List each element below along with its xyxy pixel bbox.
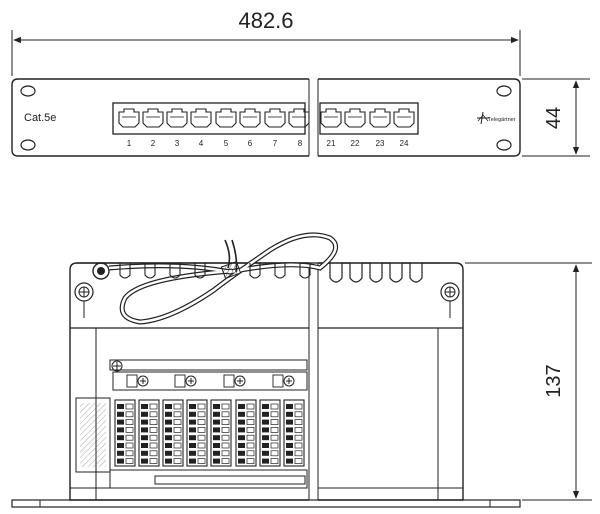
terminal-screw <box>111 360 123 372</box>
screw <box>74 282 94 318</box>
rj45-jack <box>142 108 164 128</box>
port-numbers-right: 21 22 23 24 <box>327 139 409 148</box>
port-number: 1 <box>127 139 132 148</box>
rj45-jack <box>190 108 212 128</box>
rj45-jack <box>393 108 415 128</box>
brand-label: Telegärtner <box>488 117 516 123</box>
lsa-block <box>283 399 305 467</box>
lsa-terminal-blocks <box>114 399 305 467</box>
depth-dimension: 137 <box>465 262 592 501</box>
lsa-block <box>138 399 160 467</box>
rj45-jack <box>239 108 261 128</box>
rj45-jack <box>320 108 342 128</box>
mounting-hole <box>496 139 512 151</box>
base-plate <box>11 499 521 508</box>
brand-logo <box>477 111 489 125</box>
housing-right <box>318 262 464 501</box>
port-number: 4 <box>199 139 204 148</box>
lsa-block <box>186 399 208 467</box>
port-number: 7 <box>273 139 278 148</box>
width-dimension: 482.6 <box>11 8 521 76</box>
height-dimension-label: 44 <box>543 107 565 129</box>
rj45-jack <box>344 108 366 128</box>
port-number: 23 <box>376 139 385 148</box>
port-number: 22 <box>351 139 360 148</box>
port-number: 24 <box>400 139 409 148</box>
jacks-left <box>118 108 310 128</box>
header-screw <box>223 374 246 388</box>
port-block-left <box>112 102 306 135</box>
ground-screw <box>92 262 110 280</box>
jacks-right <box>320 108 415 128</box>
header-screw <box>126 374 149 388</box>
cable-comb-slots <box>119 263 311 279</box>
lsa-block <box>162 399 184 467</box>
port-numbers-left: 1 2 3 4 5 6 7 8 <box>127 139 303 148</box>
rj45-jack <box>369 108 391 128</box>
rj45-jack <box>264 108 286 128</box>
port-number: 8 <box>298 139 303 148</box>
lsa-block <box>114 399 136 467</box>
lsa-block <box>210 399 232 467</box>
side-view: 137 <box>11 232 592 508</box>
housing-left <box>69 262 309 501</box>
lsa-block <box>259 399 281 467</box>
mounting-hole <box>20 139 36 151</box>
label-strip <box>75 397 111 473</box>
rj45-jack <box>166 108 188 128</box>
port-number: 3 <box>175 139 180 148</box>
front-panel: Cat.5e Telegärtner 1 2 3 4 5 6 7 <box>11 78 521 157</box>
depth-dimension-label: 137 <box>543 364 565 397</box>
port-block-right <box>319 102 419 135</box>
mounting-hole <box>496 85 512 97</box>
width-dimension-label: 482.6 <box>238 8 293 33</box>
header-screw <box>174 374 197 388</box>
front-view: 482.6 Cat.5e Telegärtner <box>11 8 590 157</box>
cable-comb <box>77 262 440 283</box>
rj45-jack <box>215 108 237 128</box>
screw <box>440 282 460 318</box>
port-number: 6 <box>248 139 253 148</box>
rj45-jack <box>118 108 140 128</box>
category-label: Cat.5e <box>24 112 56 124</box>
mounting-hole <box>20 85 36 97</box>
port-number: 2 <box>151 139 156 148</box>
ground-cable <box>108 232 339 325</box>
lsa-block <box>235 399 257 467</box>
port-number: 21 <box>327 139 336 148</box>
header-screws <box>126 374 295 388</box>
header-screw <box>272 374 295 388</box>
port-number: 5 <box>224 139 229 148</box>
rj45-jack <box>288 108 310 128</box>
height-dimension: 44 <box>522 78 590 157</box>
